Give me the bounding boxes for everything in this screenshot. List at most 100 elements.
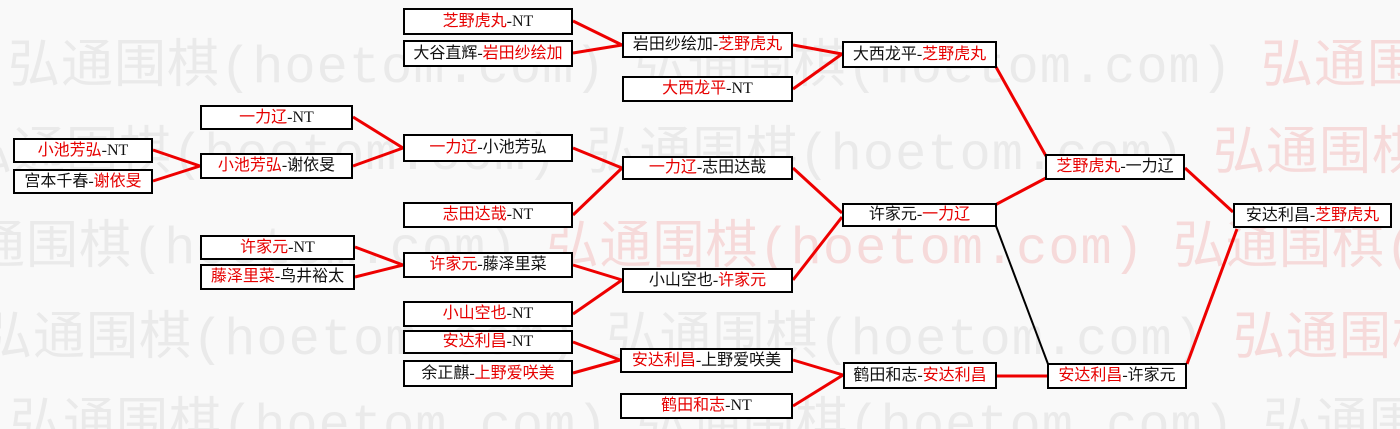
player-name: -NT (506, 305, 534, 322)
match-box-ichiriki-nt: 一力辽-NT (200, 105, 353, 130)
player-name: 大西龙平- (852, 45, 923, 63)
player-name: 小山空也- (648, 271, 719, 289)
match-box-tsuruta-nt: 鹤田和志-NT (620, 393, 793, 419)
player-name: -鸟井裕太 (274, 268, 345, 285)
player-name: 小山空也 (442, 305, 507, 322)
bracket-connector (791, 216, 844, 281)
player-name: -NT (101, 141, 129, 159)
player-name: 鹤田和志 (661, 397, 726, 414)
player-name: 安达利昌 (1058, 367, 1123, 384)
bracket-connector (572, 278, 623, 316)
player-name: 芝野虎丸 (1315, 206, 1380, 224)
player-name: 芝野虎丸 (442, 12, 507, 30)
bracket-connector (354, 263, 404, 279)
match-box-xu-fujisawa: 许家元-藤泽里菜 (403, 252, 573, 278)
bracket-connector (572, 43, 623, 55)
player-name: 许家元- (868, 206, 923, 223)
match-box-shibano-ichiriki: 芝野虎丸-一力辽 (1045, 154, 1185, 180)
bracket-connector (994, 176, 1047, 207)
player-name: -许家元 (1122, 367, 1176, 384)
bracket-connector (152, 148, 201, 168)
match-box-koike-nt: 小池芳弘-NT (13, 138, 153, 163)
player-name: -NT (287, 108, 314, 126)
match-box-koike-xie: 小池芳弘-谢依旻 (200, 153, 353, 179)
player-name: 藤泽里菜 (210, 268, 275, 285)
player-name: 安达利昌 (922, 366, 987, 384)
bracket-connector (792, 358, 844, 377)
match-box-iwata-shibano: 岩田纱绘加-芝野虎丸 (622, 32, 793, 58)
player-name: -谢依旻 (281, 157, 336, 174)
bracket-connector (152, 164, 201, 183)
player-name: 鹤田和志- (853, 366, 923, 384)
player-name: -NT (725, 397, 752, 414)
player-name: 安达利昌 (442, 333, 507, 350)
player-name: 岩田纱绘加- (632, 36, 719, 53)
match-box-otani-iwata: 大谷直辉-岩田纱绘加 (403, 40, 573, 67)
bracket-connector (352, 115, 404, 150)
player-name: 谢依旻 (93, 172, 142, 190)
match-box-koyama-xu: 小山空也-许家元 (622, 268, 793, 293)
player-name: 芝野虎丸 (922, 45, 987, 63)
player-name: 一力辽 (922, 206, 971, 223)
player-name: -小池芳弘 (477, 139, 547, 156)
match-box-xu-ichiriki: 许家元-一力辽 (842, 203, 997, 227)
player-name: 大谷直辉- (413, 44, 483, 62)
player-name: 安达利昌- (1245, 206, 1316, 224)
player-name: 安达利昌 (631, 351, 696, 369)
match-box-fujisawa-torii: 藤泽里菜-鸟井裕太 (200, 264, 355, 290)
player-name: -上野爱咲美 (695, 351, 782, 369)
player-name: -NT (506, 206, 534, 223)
player-name: 许家元 (718, 271, 767, 289)
player-name: 小池芳弘 (37, 141, 102, 159)
match-box-xu-nt: 许家元-NT (200, 235, 355, 260)
player-name: 志田达哉 (442, 206, 507, 223)
bracket-connector (792, 43, 843, 56)
watermark-text: 弘通围棋(hoetom.com) (1232, 311, 1400, 370)
watermark-text: 弘通围棋(hoetom.com) (1212, 126, 1400, 185)
player-name: 上野爱咲美 (474, 364, 555, 382)
match-box-adachi-shibano: 安达利昌-芝野虎丸 (1233, 203, 1392, 228)
bracket-connector (995, 225, 1049, 365)
match-box-ichiriki-shida: 一力辽-志田达哉 (622, 156, 793, 180)
player-name: 小池芳弘 (217, 157, 282, 174)
player-name: -志田达哉 (696, 159, 767, 176)
match-box-miyamoto-xie: 宫本千春-谢依旻 (13, 169, 153, 194)
player-name: -一力辽 (1120, 158, 1174, 175)
match-box-adachi-ueno: 安达利昌-上野爱咲美 (620, 348, 793, 373)
bracket-connector (994, 66, 1048, 157)
player-name: 一力辽 (239, 108, 288, 126)
watermark-text: 弘通围棋(hoetom.com) (1172, 220, 1400, 279)
player-name: 许家元 (429, 256, 478, 273)
bracket-connector (572, 146, 623, 170)
bracket-connector (572, 358, 621, 375)
player-name: 岩田纱绘加 (482, 44, 563, 62)
player-name: 芝野虎丸 (1056, 158, 1121, 175)
player-name: 宫本千春- (24, 172, 94, 190)
bracket-connector (792, 52, 843, 91)
match-box-ichiriki-koike: 一力辽-小池芳弘 (403, 134, 573, 162)
match-box-onishi-nt: 大西龙平-NT (622, 76, 793, 102)
bracket-connector (791, 166, 844, 215)
player-name: -藤泽里菜 (477, 256, 547, 273)
player-name: -NT (288, 238, 315, 256)
player-name: 一力辽 (648, 159, 697, 176)
player-name: 芝野虎丸 (718, 36, 783, 53)
watermark-text: 弘通围棋(hoetom.com) (1260, 39, 1400, 98)
watermark-text: 弘通围棋(hoetom.com) (1262, 397, 1400, 429)
player-name: -NT (726, 80, 753, 97)
bracket-connector (1185, 228, 1239, 365)
player-name: -NT (506, 333, 534, 350)
player-name: 大西龙平 (662, 80, 727, 97)
bracket-connector (792, 373, 844, 408)
bracket-connector (352, 146, 404, 168)
match-box-adachi-nt: 安达利昌-NT (403, 330, 573, 354)
player-name: 许家元 (240, 238, 289, 256)
match-box-tsuruta-adachi: 鹤田和志-安达利昌 (843, 362, 997, 389)
player-name: -NT (506, 12, 534, 30)
bracket-connector (572, 340, 621, 362)
bracket-connector (571, 166, 624, 217)
match-box-shida-nt: 志田达哉-NT (403, 202, 573, 228)
bracket-connector (1183, 166, 1235, 214)
